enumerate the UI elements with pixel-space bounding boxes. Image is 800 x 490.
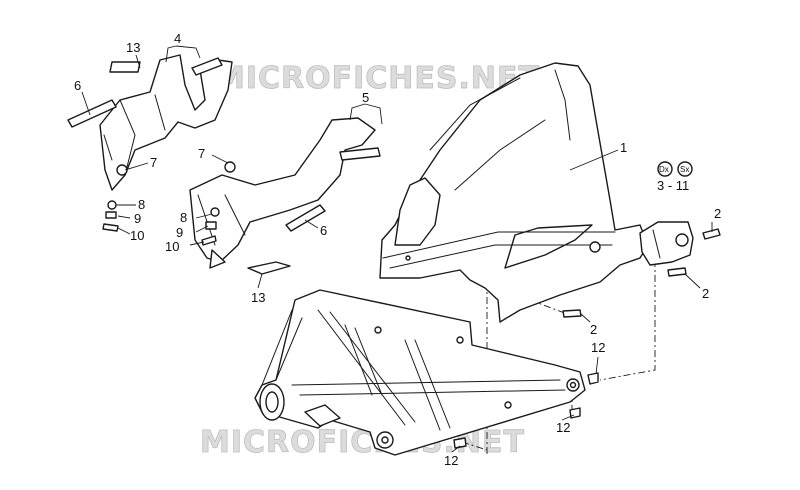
callout-7-b: 7 [198, 146, 205, 161]
side-badges: Dx Sx [657, 161, 693, 177]
badge-dx-circle [657, 161, 673, 177]
callout-2-b: 2 [702, 286, 709, 301]
badge-dx-label: Dx [659, 165, 669, 174]
callout-1: 1 [620, 140, 627, 155]
callout-7-a: 7 [150, 155, 157, 170]
callout-12-b: 12 [556, 420, 570, 435]
callout-9-b: 9 [176, 225, 183, 240]
callout-8-a: 8 [138, 197, 145, 212]
swingarm-frame [254, 289, 586, 456]
callout-labels: 1 2 2 2 3 - 11 4 5 6 6 7 7 8 8 9 9 10 10… [74, 31, 721, 468]
callout-9-a: 9 [134, 211, 141, 226]
callout-2-c: 2 [590, 322, 597, 337]
callout-5: 5 [362, 90, 369, 105]
fasteners [102, 161, 721, 449]
badge-sx-circle [677, 161, 693, 177]
callout-12-a: 12 [591, 340, 605, 355]
badge-sx-label: Sx [680, 165, 689, 174]
callout-3-11: 3 - 11 [657, 178, 689, 193]
callout-6-a: 6 [74, 78, 81, 93]
callout-8-b: 8 [180, 210, 187, 225]
callout-13-a: 13 [126, 40, 140, 55]
callout-12-c: 12 [444, 453, 458, 468]
side-cover-part-5 [189, 117, 381, 275]
callout-13-b: 13 [251, 290, 265, 305]
callout-6-b: 6 [320, 223, 327, 238]
callout-2-a: 2 [714, 206, 721, 221]
callout-10-a: 10 [130, 228, 144, 243]
callout-10-b: 10 [165, 239, 179, 254]
watermark-top: MICROFICHES.NET [215, 61, 540, 96]
callout-4: 4 [174, 31, 181, 46]
rear-fender-part-1 [379, 62, 649, 323]
leader-lines [81, 45, 713, 453]
bracket-part-3-11 [639, 221, 694, 266]
side-cover-part-4 [67, 54, 233, 191]
